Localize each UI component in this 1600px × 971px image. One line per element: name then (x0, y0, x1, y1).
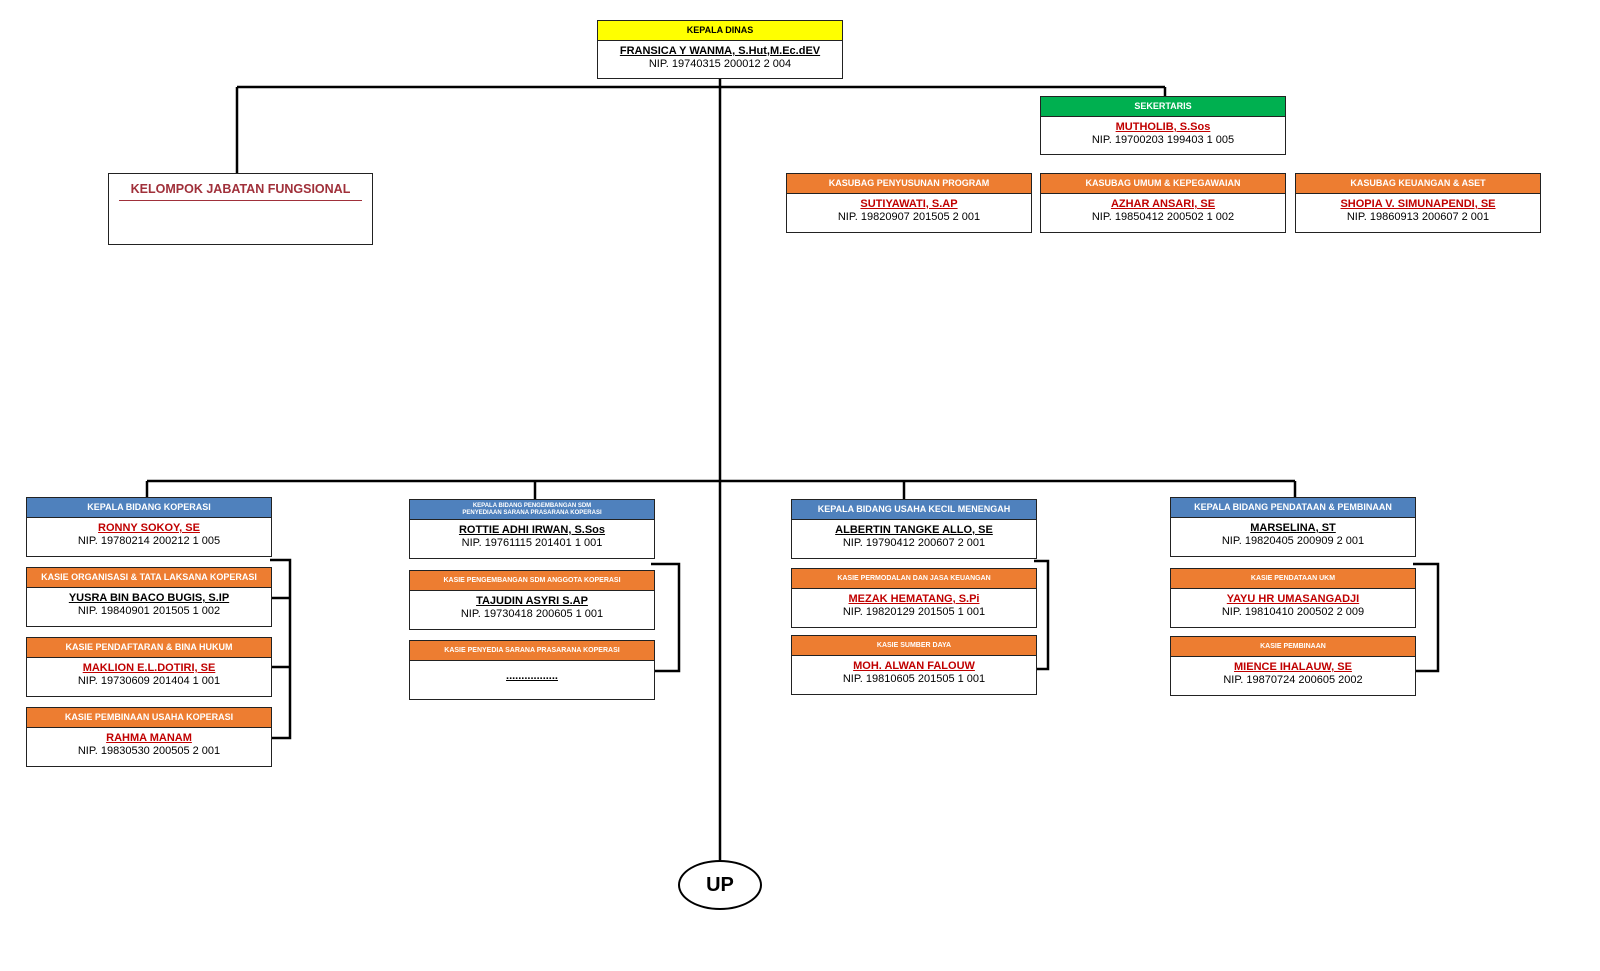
kasubag-program-box: KASUBAG PENYUSUNAN PROGRAM SUTIYAWATI, S… (786, 173, 1032, 233)
kasie-sdm-title: KASIE PENGEMBANGAN SDM ANGGOTA KOPERASI (410, 571, 654, 591)
kelompok-jabatan-box: KELOMPOK JABATAN FUNGSIONAL (108, 173, 373, 245)
bidang-koperasi-box: KEPALA BIDANG KOPERASI RONNY SOKOY, SE N… (26, 497, 272, 557)
kasie-organisasi-name: YUSRA BIN BACO BUGIS, S.IP (68, 592, 230, 604)
up-node: UP (678, 860, 762, 910)
kasie-sumber-daya-nip: NIP. 19810605 201505 1 001 (842, 673, 986, 685)
kasie-sdm-nip: NIP. 19730418 200605 1 001 (460, 608, 604, 620)
kepala-dinas-title: KEPALA DINAS (598, 21, 842, 41)
bidang-pendataan-name: MARSELINA, ST (1250, 522, 1336, 534)
kasie-pembinaan-usaha-box: KASIE PEMBINAAN USAHA KOPERASI RAHMA MAN… (26, 707, 272, 767)
kasie-sarana-box: KASIE PENYEDIA SARANA PRASARANA KOPERASI… (409, 640, 655, 700)
kasubag-umum-title: KASUBAG UMUM & KEPEGAWAIAN (1041, 174, 1285, 194)
kasubag-keuangan-name: SHOPIA V. SIMUNAPENDI, SE (1340, 198, 1496, 210)
kasie-sumber-daya-title: KASIE SUMBER DAYA (792, 636, 1036, 656)
kelompok-jabatan-title: KELOMPOK JABATAN FUNGSIONAL (119, 182, 362, 201)
kasie-pendataan-ukm-name: YAYU HR UMASANGADJI (1226, 593, 1360, 605)
kasubag-program-name: SUTIYAWATI, S.AP (860, 198, 958, 210)
kasie-sumber-daya-box: KASIE SUMBER DAYA MOH. ALWAN FALOUW NIP.… (791, 635, 1037, 695)
kasubag-program-nip: NIP. 19820907 201505 2 001 (837, 211, 981, 223)
kasie-permodalan-title: KASIE PERMODALAN DAN JASA KEUANGAN (792, 569, 1036, 589)
kasubag-keuangan-title: KASUBAG KEUANGAN & ASET (1296, 174, 1540, 194)
kasie-pendaftaran-box: KASIE PENDAFTARAN & BINA HUKUM MAKLION E… (26, 637, 272, 697)
kasie-sumber-daya-name: MOH. ALWAN FALOUW (853, 660, 975, 672)
kasie-pembinaan-usaha-nip: NIP. 19830530 200505 2 001 (77, 745, 221, 757)
kasie-pendataan-ukm-title: KASIE PENDATAAN UKM (1171, 569, 1415, 589)
kasubag-umum-name: AZHAR ANSARI, SE (1110, 198, 1216, 210)
kasie-pendaftaran-nip: NIP. 19730609 201404 1 001 (77, 675, 221, 687)
bidang-pendataan-nip: NIP. 19820405 200909 2 001 (1221, 535, 1365, 547)
kasie-organisasi-title: KASIE ORGANISASI & TATA LAKSANA KOPERASI (27, 568, 271, 588)
bidang-sdm-name: ROTTIE ADHI IRWAN, S.Sos (458, 524, 606, 536)
bidang-sdm-nip: NIP. 19761115 201401 1 001 (461, 537, 603, 549)
kasie-sarana-title: KASIE PENYEDIA SARANA PRASARANA KOPERASI (410, 641, 654, 661)
kasie-pembinaan-name: MIENCE IHALAUW, SE (1234, 661, 1352, 673)
sekertaris-nip: NIP. 19700203 199403 1 005 (1091, 134, 1235, 146)
kasubag-umum-nip: NIP. 19850412 200502 1 002 (1091, 211, 1235, 223)
kepala-dinas-name: FRANSICA Y WANMA, S.Hut,M.Ec.dEV (619, 45, 821, 57)
bidang-koperasi-title: KEPALA BIDANG KOPERASI (27, 498, 271, 518)
bidang-ukm-title: KEPALA BIDANG USAHA KECIL MENENGAH (792, 500, 1036, 520)
kasie-sdm-name: TAJUDIN ASYRI S.AP (476, 595, 588, 607)
kasubag-program-title: KASUBAG PENYUSUNAN PROGRAM (787, 174, 1031, 194)
kasie-sarana-name: ................. (506, 670, 558, 682)
kasie-pembinaan-usaha-name: RAHMA MANAM (106, 732, 192, 744)
kasie-organisasi-nip: NIP. 19840901 201505 1 002 (77, 605, 221, 617)
bidang-sdm-title: KEPALA BIDANG PENGEMBANGAN SDM PENYEDIAA… (410, 500, 654, 520)
kasie-pendataan-ukm-box: KASIE PENDATAAN UKM YAYU HR UMASANGADJI … (1170, 568, 1416, 628)
kasie-permodalan-name: MEZAK HEMATANG, S.Pi (848, 593, 980, 605)
kasie-pembinaan-usaha-title: KASIE PEMBINAAN USAHA KOPERASI (27, 708, 271, 728)
bidang-koperasi-nip: NIP. 19780214 200212 1 005 (77, 535, 221, 547)
bidang-ukm-box: KEPALA BIDANG USAHA KECIL MENENGAH ALBER… (791, 499, 1037, 559)
kasie-permodalan-box: KASIE PERMODALAN DAN JASA KEUANGAN MEZAK… (791, 568, 1037, 628)
kasie-sdm-box: KASIE PENGEMBANGAN SDM ANGGOTA KOPERASI … (409, 570, 655, 630)
kasie-permodalan-nip: NIP. 19820129 201505 1 001 (842, 606, 986, 618)
bidang-sdm-title-line1: KEPALA BIDANG PENGEMBANGAN SDM (472, 503, 592, 510)
bidang-ukm-name: ALBERTIN TANGKE ALLO, SE (835, 524, 993, 536)
bidang-ukm-nip: NIP. 19790412 200607 2 001 (842, 537, 986, 549)
kasie-pendataan-ukm-nip: NIP. 19810410 200502 2 009 (1221, 606, 1365, 618)
bidang-koperasi-name: RONNY SOKOY, SE (98, 522, 200, 534)
kasie-pembinaan-nip: NIP. 19870724 200605 2002 (1223, 674, 1363, 686)
sekertaris-box: SEKERTARIS MUTHOLIB, S.Sos NIP. 19700203… (1040, 96, 1286, 155)
kepala-dinas-box: KEPALA DINAS FRANSICA Y WANMA, S.Hut,M.E… (597, 20, 843, 79)
kepala-dinas-nip: NIP. 19740315 200012 2 004 (648, 58, 792, 70)
kasie-pembinaan-box: KASIE PEMBINAAN MIENCE IHALAUW, SE NIP. … (1170, 636, 1416, 696)
bidang-sdm-title-line2: PENYEDIAAN SARANA PRASARANA KOPERASI (462, 509, 602, 516)
kasie-pendaftaran-title: KASIE PENDAFTARAN & BINA HUKUM (27, 638, 271, 658)
kasie-organisasi-box: KASIE ORGANISASI & TATA LAKSANA KOPERASI… (26, 567, 272, 627)
kasie-pembinaan-title: KASIE PEMBINAAN (1171, 637, 1415, 657)
sekertaris-name: MUTHOLIB, S.Sos (1115, 121, 1211, 133)
bidang-pendataan-box: KEPALA BIDANG PENDATAAN & PEMBINAAN MARS… (1170, 497, 1416, 557)
kasubag-keuangan-box: KASUBAG KEUANGAN & ASET SHOPIA V. SIMUNA… (1295, 173, 1541, 233)
kasubag-umum-box: KASUBAG UMUM & KEPEGAWAIAN AZHAR ANSARI,… (1040, 173, 1286, 233)
kasie-pendaftaran-name: MAKLION E.L.DOTIRI, SE (82, 662, 216, 674)
bidang-sdm-box: KEPALA BIDANG PENGEMBANGAN SDM PENYEDIAA… (409, 499, 655, 559)
sekertaris-title: SEKERTARIS (1041, 97, 1285, 117)
bidang-pendataan-title: KEPALA BIDANG PENDATAAN & PEMBINAAN (1171, 498, 1415, 518)
kasubag-keuangan-nip: NIP. 19860913 200607 2 001 (1346, 211, 1490, 223)
